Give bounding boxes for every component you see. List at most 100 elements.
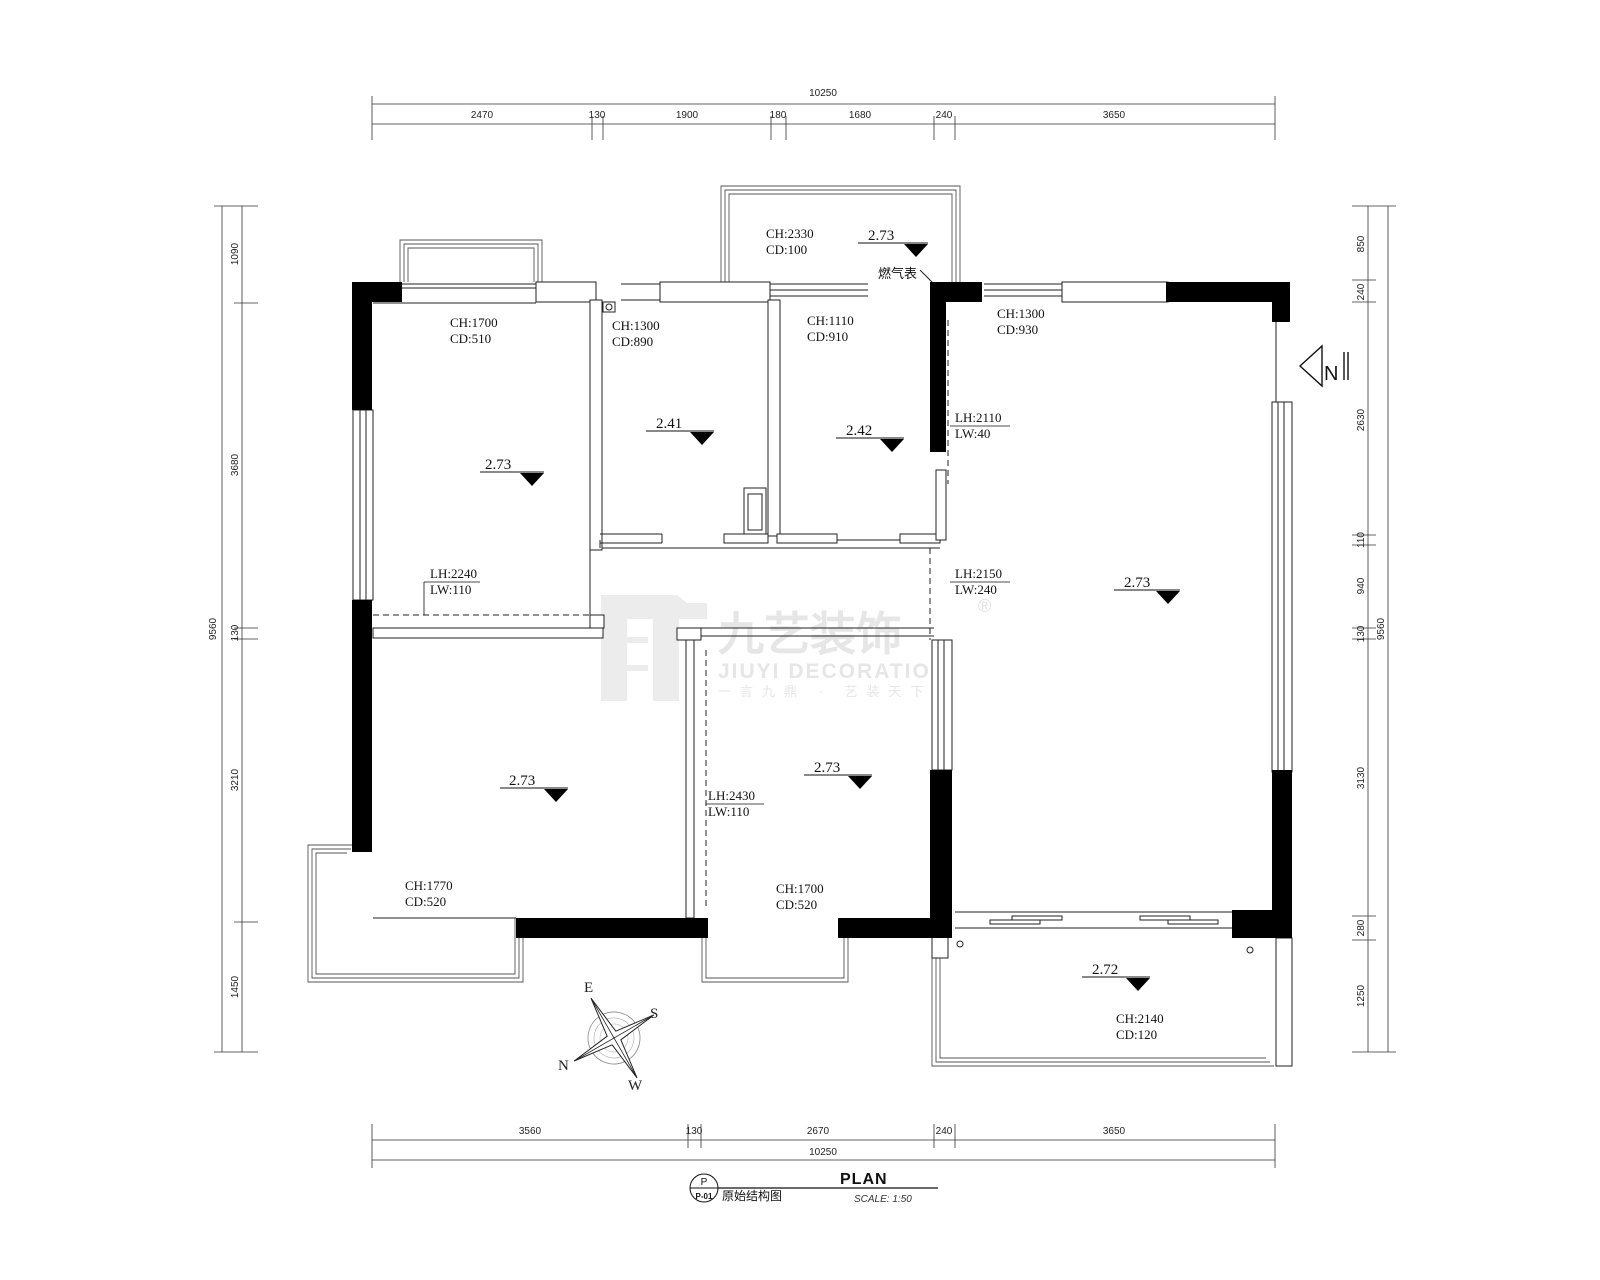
compass-n: N	[558, 1058, 569, 1074]
room-7-level: 2.72	[1092, 962, 1118, 978]
dim-top-5: 1680	[849, 110, 872, 121]
title-scale: SCALE: 1:50	[854, 1194, 912, 1205]
room-4-cd: CD:100	[766, 242, 807, 257]
room-annotations: CH:1700 CD:510 2.73 CH:1300 CD:890 2.41 …	[405, 226, 1180, 1042]
title-name: 原始结构图	[722, 1188, 782, 1203]
compass-e: E	[584, 980, 593, 996]
balcony-top-mid	[720, 185, 961, 282]
dim-left-2: 3680	[230, 453, 241, 476]
dim-top-3: 1900	[676, 110, 699, 121]
dim-top-4: 180	[770, 110, 787, 121]
room-1-cd: CD:890	[612, 334, 653, 349]
dim-left-4: 3210	[230, 768, 241, 791]
room-4-level: 2.73	[868, 228, 894, 244]
watermark-cn: 九艺装饰	[718, 608, 902, 660]
dim-bottom-5: 3650	[1103, 1126, 1126, 1137]
level-marker-icon	[690, 432, 714, 445]
room-1-level: 2.41	[656, 416, 682, 432]
dim-top-2: 130	[589, 110, 606, 121]
opening-3-lw: LW:110	[708, 804, 749, 819]
dim-right-total: 9560	[1376, 617, 1387, 640]
room-0-ch: CH:1700	[450, 315, 498, 330]
opening-2-lw: LW:240	[955, 582, 997, 597]
balconies	[307, 185, 1274, 1067]
dimension-lines	[214, 96, 1396, 1168]
room-3-cd: CD:930	[997, 322, 1038, 337]
compass-rose	[573, 997, 655, 1079]
north-arrow-label: N	[1324, 363, 1338, 385]
watermark-sub: 一言九鼎 · 艺装天下	[718, 684, 933, 699]
thin-walls	[352, 269, 1293, 1067]
room-0-cd: CD:510	[450, 331, 491, 346]
dim-left-total: 9560	[208, 617, 219, 640]
room-6-ch: CH:1700	[776, 881, 824, 896]
balcony-top-left	[399, 239, 543, 282]
opening-0-lw: LW:110	[430, 582, 471, 597]
dim-left-5: 1450	[230, 975, 241, 998]
dim-bottom-4: 240	[936, 1126, 953, 1137]
dim-right-3: 2630	[1356, 408, 1367, 431]
title-plan: PLAN	[840, 1171, 888, 1188]
dim-bottom-1: 3560	[519, 1126, 542, 1137]
opening-3-lh: LH:2430	[708, 788, 755, 803]
dim-right-5: 940	[1356, 577, 1367, 594]
room-5-cd: CD:520	[405, 894, 446, 909]
dim-left-1: 1090	[230, 242, 241, 265]
room-7-cd: CD:120	[1116, 1027, 1157, 1042]
room-0-level: 2.73	[485, 457, 511, 473]
opening-2-lh: LH:2150	[955, 566, 1002, 581]
opening-1-lw: LW:40	[955, 426, 990, 441]
opening-0-lh: LH:2240	[430, 566, 477, 581]
dim-bottom-3: 2670	[807, 1126, 830, 1137]
level-marker-icon	[848, 776, 872, 789]
title-circle-top: P	[701, 1177, 708, 1188]
dim-right-2: 240	[1356, 283, 1367, 300]
room-2-cd: CD:910	[807, 329, 848, 344]
room-6-cd: CD:520	[776, 897, 817, 912]
level-marker-icon	[880, 439, 904, 452]
dim-top-1: 2470	[471, 110, 494, 121]
title-circle-bottom: P-01	[696, 1192, 713, 1201]
watermark: 九艺装饰 ® JIUYI DECORATION 一言九鼎 · 艺装天下	[601, 595, 991, 701]
balcony-bottom-mid	[701, 918, 849, 983]
level-marker-icon	[904, 244, 928, 257]
level-marker-icon	[520, 473, 544, 486]
room-6-level: 2.73	[814, 760, 840, 776]
level-marker-icon	[1126, 978, 1150, 991]
dim-top-7: 3650	[1103, 110, 1126, 121]
dim-bottom-total: 10250	[809, 1147, 837, 1158]
room-5-level: 2.73	[509, 773, 535, 789]
opening-annotations: LH:2240 LW:110 LH:2110 LW:40 LH:2150 LW:…	[423, 410, 1010, 819]
watermark-logo-icon	[601, 595, 707, 701]
dim-right-8: 280	[1356, 919, 1367, 936]
north-arrow-icon	[1298, 344, 1323, 388]
opening-1-lh: LH:2110	[955, 410, 1001, 425]
watermark-en: JIUYI DECORATION	[718, 660, 948, 683]
watermark-reg: ®	[978, 596, 991, 616]
room-4-ch: CH:2330	[766, 226, 814, 241]
balcony-left-bottom	[307, 844, 524, 983]
room-3-level: 2.73	[1124, 575, 1150, 591]
dim-top-total: 10250	[809, 88, 837, 99]
dim-right-6: 130	[1356, 625, 1367, 642]
gas-meter-label: 燃气表	[878, 266, 917, 281]
dim-right-1: 850	[1356, 235, 1367, 252]
room-2-level: 2.42	[846, 423, 872, 439]
title-block: P P-01 原始结构图 PLAN SCALE: 1:50	[689, 1171, 938, 1205]
room-5-ch: CH:1770	[405, 878, 453, 893]
dim-top-6: 240	[936, 110, 953, 121]
dim-right-9: 1250	[1356, 984, 1367, 1007]
room-7-ch: CH:2140	[1116, 1011, 1164, 1026]
bearing-walls	[352, 282, 1292, 938]
dim-right-7: 3130	[1356, 766, 1367, 789]
room-3-ch: CH:1300	[997, 306, 1045, 321]
dim-right-4: 110	[1356, 532, 1367, 548]
compass-w: W	[628, 1078, 643, 1094]
dim-left-3: 130	[230, 624, 241, 641]
dim-bottom-2: 130	[686, 1126, 703, 1137]
level-marker-icon	[544, 789, 568, 802]
room-2-ch: CH:1110	[807, 313, 854, 328]
balcony-bottom-right	[931, 950, 1274, 1067]
compass-s: S	[650, 1006, 658, 1022]
